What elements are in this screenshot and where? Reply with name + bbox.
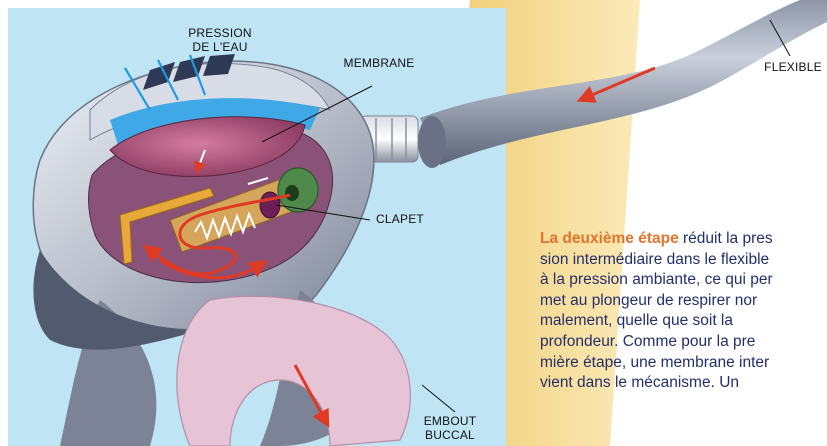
paragraph-line: malement, quelle que soit la bbox=[540, 311, 827, 332]
paragraph-line: La deuxième étape réduit la pres bbox=[540, 229, 827, 250]
label-hose: FLEXIBLE bbox=[758, 60, 827, 74]
label-water-pressure-line: PRESSION bbox=[180, 26, 260, 40]
label-water-pressure: PRESSION DE L'EAU bbox=[180, 26, 260, 54]
paragraph-line: vient dans le mécanisme. Un bbox=[540, 373, 827, 394]
description-paragraph: La deuxième étape réduit la pres sion in… bbox=[540, 229, 827, 394]
paragraph-line: sion intermédiaire dans le flexible bbox=[540, 250, 827, 271]
hose-end bbox=[418, 116, 446, 168]
label-water-pressure-line: DE L'EAU bbox=[180, 40, 260, 54]
paragraph-line: mière étape, une membrane inter bbox=[540, 353, 827, 374]
paragraph-line: met au plongeur de respirer nor bbox=[540, 291, 827, 312]
paragraph-line: à la pression ambiante, ce qui per bbox=[540, 270, 827, 291]
label-mouthpiece-line: EMBOUT bbox=[415, 414, 485, 428]
label-mouthpiece: EMBOUT BUCCAL bbox=[415, 414, 485, 442]
label-mouthpiece-line: BUCCAL bbox=[415, 428, 485, 442]
label-valve: CLAPET bbox=[370, 212, 430, 226]
label-membrane: MEMBRANE bbox=[334, 56, 424, 70]
valve-seat-hole bbox=[285, 185, 299, 201]
paragraph-line-text: réduit la pres bbox=[679, 230, 773, 247]
paragraph-lead: La deuxième étape bbox=[540, 230, 679, 247]
paragraph-line: profondeur. Comme pour la pre bbox=[540, 332, 827, 353]
